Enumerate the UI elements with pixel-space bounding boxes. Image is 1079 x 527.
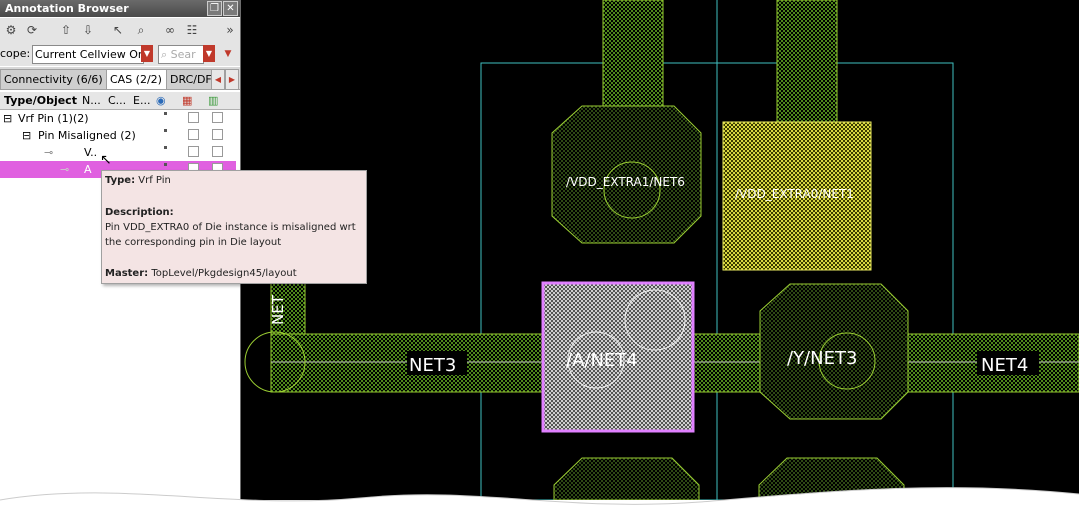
panel-titlebar: Annotation Browser ❐ ✕ bbox=[0, 0, 240, 17]
tooltip-type-label: Type: bbox=[105, 175, 136, 186]
wire-vdd0 bbox=[776, 0, 838, 126]
label-vdd0: /VDD_EXTRA0/NET1 bbox=[735, 187, 854, 201]
pointer-icon[interactable]: ↖ bbox=[112, 23, 124, 37]
layout-canvas[interactable]: /VDD_EXTRA1/NET6 /VDD_EXTRA0/NET1 /A/NET… bbox=[241, 0, 1079, 501]
tooltip-master-value: TopLevel/Pkgdesign45/layout bbox=[151, 268, 297, 279]
col-type-object[interactable]: Type/Object bbox=[4, 94, 77, 107]
scope-select[interactable]: Current Cellview Or bbox=[32, 45, 144, 64]
row-checkbox[interactable] bbox=[188, 146, 199, 157]
via-circle bbox=[624, 289, 686, 351]
search-dropdown-icon[interactable]: ▼ bbox=[203, 45, 215, 62]
wire-end-circle bbox=[244, 331, 306, 393]
status-dot bbox=[164, 112, 167, 115]
tooltip-description-line2: the corresponding pin in Die layout bbox=[105, 237, 282, 248]
search-input[interactable]: ⌕ Sear bbox=[158, 45, 204, 64]
via-circle bbox=[818, 332, 876, 390]
panel-title: Annotation Browser bbox=[5, 2, 129, 15]
settings-icon[interactable]: ⚙ bbox=[5, 23, 17, 37]
label-a-net4: /A/NET4 bbox=[566, 350, 638, 371]
status-dot bbox=[164, 129, 167, 132]
tab-connectivity[interactable]: Connectivity (6/6) bbox=[0, 69, 108, 89]
panel-toolbar: ⚙ ⟳ ⇧ ⇩ ↖ ⌕ ∞ ☷ » bbox=[0, 18, 240, 43]
tree-label: V.. bbox=[84, 146, 98, 159]
tree-label: Pin Misaligned (2) bbox=[38, 129, 136, 142]
label-net4: NET4 bbox=[981, 355, 1028, 376]
link-icon[interactable]: ∞ bbox=[165, 23, 175, 37]
label-bg bbox=[977, 351, 1039, 375]
tooltip-master-label: Master: bbox=[105, 268, 149, 279]
search-placeholder: Sear bbox=[170, 48, 196, 61]
label-net-vertical: NET bbox=[269, 294, 287, 325]
tree-row-v[interactable]: ⊸ V.. bbox=[0, 144, 236, 161]
tree-label: Vrf Pin (1)(2) bbox=[18, 112, 89, 125]
col-e[interactable]: E... bbox=[133, 94, 151, 107]
tooltip-description-label: Description: bbox=[105, 207, 174, 218]
close-icon[interactable]: ✕ bbox=[223, 1, 238, 16]
pin-vdd0-highlight[interactable] bbox=[722, 121, 872, 271]
mouse-cursor-icon: ↖ bbox=[100, 152, 112, 168]
octagon-pin-y bbox=[759, 283, 909, 420]
status-dot bbox=[164, 163, 167, 166]
column-header: Type/Object N... C... E... ◉ ▦ ▥ bbox=[0, 92, 240, 110]
layout-svg: /VDD_EXTRA1/NET6 /VDD_EXTRA0/NET1 /A/NET… bbox=[244, 0, 1079, 501]
tab-scroll-left-icon[interactable]: ◀ bbox=[211, 69, 225, 90]
label-y-net3: /Y/NET3 bbox=[787, 348, 857, 369]
octagon-pin-vdd1 bbox=[551, 105, 702, 244]
scope-label: cope: bbox=[0, 47, 31, 60]
menu-chevron-icon[interactable]: ▼ bbox=[224, 49, 232, 59]
restore-icon[interactable]: ❐ bbox=[207, 1, 222, 16]
tooltip-description-line1: Pin VDD_EXTRA0 of Die instance is misali… bbox=[105, 222, 356, 233]
columns-icon[interactable]: ▥ bbox=[208, 94, 219, 107]
annotation-tooltip: Type: Vrf Pin Description: Pin VDD_EXTRA… bbox=[101, 170, 367, 284]
zoom-icon[interactable]: ⌕ bbox=[137, 23, 145, 37]
grid-icon[interactable]: ▦ bbox=[182, 94, 193, 107]
col-c[interactable]: C... bbox=[108, 94, 127, 107]
tree-row-pin-misaligned[interactable]: ⊟ Pin Misaligned (2) bbox=[0, 127, 236, 144]
tab-cas[interactable]: CAS (2/2) bbox=[106, 69, 168, 89]
pin-icon: ⊸ bbox=[60, 163, 70, 176]
tooltip-type-value: Vrf Pin bbox=[138, 175, 171, 186]
visibility-eye-icon[interactable]: ◉ bbox=[156, 94, 166, 107]
label-bg bbox=[407, 351, 467, 375]
status-dot bbox=[164, 146, 167, 149]
via-circle bbox=[567, 331, 625, 389]
collapse-icon[interactable]: ⊟ bbox=[3, 112, 13, 125]
tree-row-vrf-pin[interactable]: ⊟ Vrf Pin (1)(2) bbox=[0, 110, 236, 127]
row-checkbox[interactable] bbox=[188, 129, 199, 140]
row-checkbox[interactable] bbox=[212, 129, 223, 140]
list-icon[interactable]: ☷ bbox=[186, 23, 198, 37]
col-n[interactable]: N... bbox=[82, 94, 101, 107]
down-arrow-icon[interactable]: ⇩ bbox=[82, 23, 94, 37]
row-checkbox[interactable] bbox=[212, 112, 223, 123]
tab-drc[interactable]: DRC/DF bbox=[166, 69, 214, 89]
row-checkbox[interactable] bbox=[212, 146, 223, 157]
label-net3: NET3 bbox=[409, 355, 456, 376]
scope-dropdown-icon[interactable]: ▼ bbox=[141, 45, 153, 62]
more-icon[interactable]: » bbox=[226, 23, 234, 37]
torn-edge-decoration bbox=[0, 487, 1079, 527]
up-arrow-icon[interactable]: ⇧ bbox=[60, 23, 72, 37]
collapse-icon[interactable]: ⊟ bbox=[22, 129, 32, 142]
refresh-icon[interactable]: ⟳ bbox=[26, 23, 38, 37]
tree-label: A bbox=[84, 163, 92, 176]
scope-row: cope: Current Cellview Or ▼ ⌕ Sear ▼ ▼ bbox=[0, 42, 240, 66]
row-checkbox[interactable] bbox=[188, 112, 199, 123]
tab-scroll-right-icon[interactable]: ▶ bbox=[225, 69, 239, 90]
via-circle bbox=[603, 161, 661, 219]
tab-bar: Connectivity (6/6) CAS (2/2) DRC/DF ◀ ▶ bbox=[0, 67, 240, 90]
label-vdd1: /VDD_EXTRA1/NET6 bbox=[566, 175, 685, 189]
pin-icon: ⊸ bbox=[44, 146, 54, 159]
